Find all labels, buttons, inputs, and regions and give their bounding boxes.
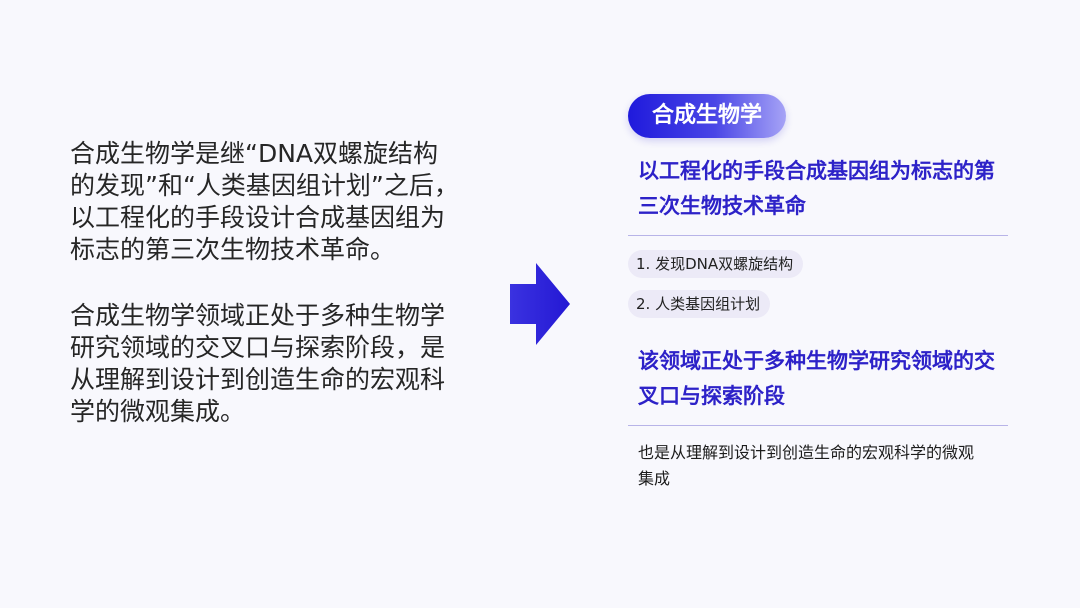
- milestone-tag-dna: 1. 发现DNA双螺旋结构: [628, 250, 804, 278]
- arrow-right-icon: [510, 263, 570, 345]
- field-paragraph: 合成生物学领域正处于多种生物学研究领域的交叉口与探索阶段，是从理解到设计到创造生…: [70, 301, 446, 426]
- topic-pill: 合成生物学: [628, 94, 787, 138]
- intro-paragraph: 合成生物学是继“DNA双螺旋结构的发现”和“人类基因组计划”之后，以工程化的手段…: [70, 139, 459, 264]
- milestone-list: 1. 发现DNA双螺旋结构 2. 人类基因组计划: [628, 250, 1008, 318]
- divider: [628, 235, 1008, 236]
- section-body-text: 也是从理解到设计到创造生命的宏观科学的微观集成: [638, 443, 975, 488]
- milestone-tag-genome: 2. 人类基因组计划: [628, 290, 771, 318]
- section-heading-revolution: 以工程化的手段合成基因组为标志的第三次生物技术革命: [638, 159, 995, 218]
- right-summary-column: 合成生物学 以工程化的手段合成基因组为标志的第三次生物技术革命 1. 发现DNA…: [628, 94, 1008, 492]
- divider: [628, 425, 1008, 426]
- left-text-column: 合成生物学是继“DNA双螺旋结构的发现”和“人类基因组计划”之后，以工程化的手段…: [70, 138, 460, 428]
- section-heading-field: 该领域正处于多种生物学研究领域的交叉口与探索阶段: [638, 349, 995, 408]
